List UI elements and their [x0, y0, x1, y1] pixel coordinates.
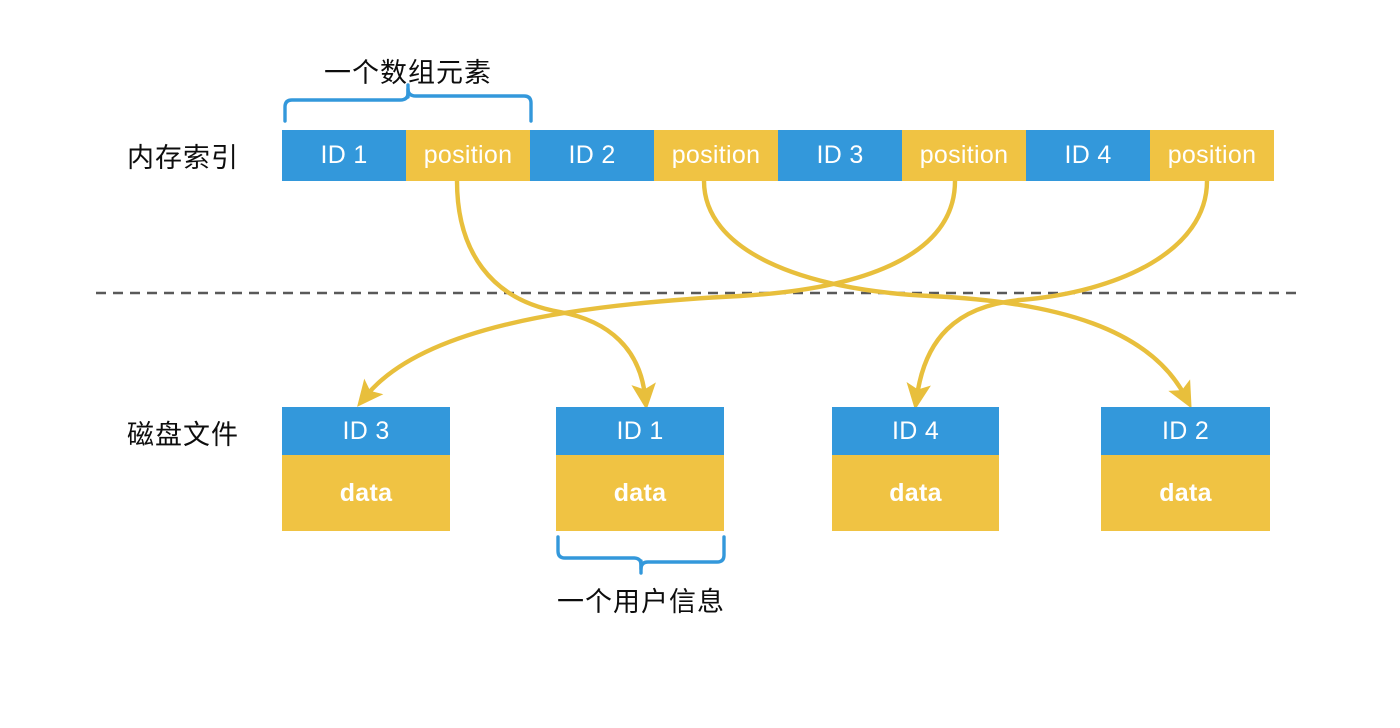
disk-record-id4[interactable]: ID 4 data: [832, 407, 999, 531]
index-cell-position-3[interactable]: position: [902, 130, 1026, 181]
index-cell-id-2[interactable]: ID 2: [530, 130, 654, 181]
index-cell-id-1[interactable]: ID 1: [282, 130, 406, 181]
pointer-arrow-id2: [701, 178, 1192, 409]
disk-record-id-label: ID 2: [1101, 407, 1270, 455]
disk-record-id2[interactable]: ID 2 data: [1101, 407, 1270, 531]
pointer-arrow-id3: [357, 178, 958, 407]
disk-record-id3[interactable]: ID 3 data: [282, 407, 450, 531]
row-label-disk-file: 磁盘文件: [127, 420, 239, 450]
disk-record-data: data: [556, 455, 724, 531]
disk-record-data: data: [282, 455, 450, 531]
brace-array-element: [283, 83, 533, 123]
disk-record-id1[interactable]: ID 1 data: [556, 407, 724, 531]
pointer-arrow-id1: [454, 178, 656, 410]
pointer-arrow-id4: [906, 178, 1210, 410]
index-cell-position-4[interactable]: position: [1150, 130, 1274, 181]
disk-record-data: data: [832, 455, 999, 531]
disk-record-id-label: ID 1: [556, 407, 724, 455]
disk-record-data: data: [1101, 455, 1270, 531]
row-label-memory-index: 内存索引: [127, 143, 239, 173]
index-cell-id-4[interactable]: ID 4: [1026, 130, 1150, 181]
disk-record-id-label: ID 4: [832, 407, 999, 455]
index-cell-position-2[interactable]: position: [654, 130, 778, 181]
memory-index-bar: ID 1 position ID 2 position ID 3 positio…: [282, 130, 1274, 181]
caption-user-record: 一个用户信息: [557, 587, 725, 617]
index-cell-id-3[interactable]: ID 3: [778, 130, 902, 181]
disk-record-id-label: ID 3: [282, 407, 450, 455]
brace-user-record: [556, 535, 726, 575]
index-cell-position-1[interactable]: position: [406, 130, 530, 181]
caption-array-element: 一个数组元素: [324, 58, 492, 88]
